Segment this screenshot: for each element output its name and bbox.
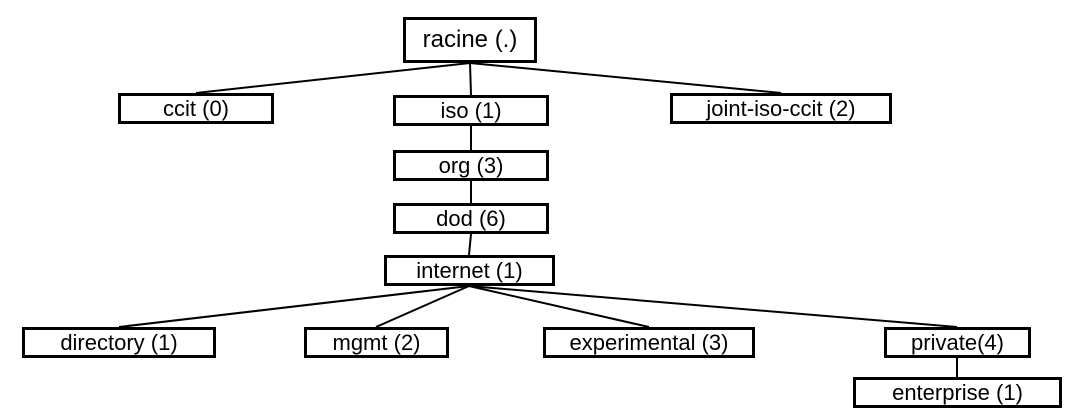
node-iso: iso (1) bbox=[393, 95, 549, 126]
edge-internet-mgmt bbox=[375, 285, 470, 328]
node-experimental: experimental (3) bbox=[543, 327, 755, 358]
node-directory: directory (1) bbox=[22, 327, 216, 358]
node-dod: dod (6) bbox=[393, 203, 549, 234]
node-private: private(4) bbox=[884, 327, 1031, 358]
node-internet: internet (1) bbox=[384, 255, 555, 286]
edge-internet-private bbox=[468, 285, 958, 328]
node-enterprise: enterprise (1) bbox=[853, 377, 1062, 408]
edge-dod-internet bbox=[468, 233, 472, 256]
edge-root-joint bbox=[469, 62, 782, 94]
node-org: org (3) bbox=[393, 150, 549, 181]
node-ccit: ccit (0) bbox=[118, 93, 274, 124]
node-root: racine (.) bbox=[403, 17, 537, 63]
edge-internet-directory bbox=[118, 285, 470, 328]
edge-root-iso bbox=[469, 62, 472, 96]
edge-root-ccit bbox=[195, 62, 471, 94]
node-joint-iso-ccit: joint-iso-ccit (2) bbox=[670, 93, 892, 124]
node-mgmt: mgmt (2) bbox=[304, 327, 449, 358]
edge-internet-experimental bbox=[468, 285, 650, 328]
